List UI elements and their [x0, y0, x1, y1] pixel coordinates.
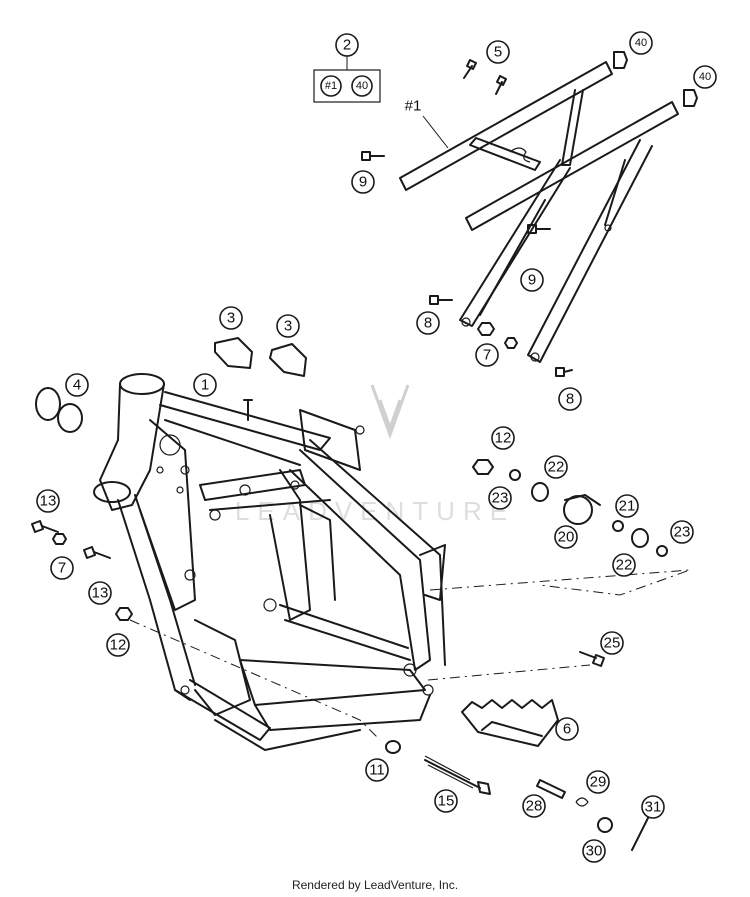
svg-text:3: 3 — [227, 310, 235, 327]
callout-23-right[interactable]: 23 — [670, 520, 694, 544]
callout-kit-40[interactable]: 40 — [351, 75, 373, 97]
svg-text:13: 13 — [92, 585, 109, 602]
callout-6[interactable]: 6 — [555, 717, 579, 741]
callout-12-bottom[interactable]: 12 — [106, 633, 130, 657]
callout-7-left[interactable]: 7 — [50, 556, 74, 580]
svg-text:8: 8 — [424, 315, 432, 332]
callout-5[interactable]: 5 — [486, 40, 510, 64]
svg-text:12: 12 — [110, 637, 127, 654]
kit-box — [313, 69, 381, 103]
svg-text:25: 25 — [604, 635, 621, 652]
svg-text:1: 1 — [201, 377, 209, 394]
main-frame — [93, 373, 446, 751]
svg-text:22: 22 — [616, 557, 633, 574]
svg-text:29: 29 — [590, 774, 607, 791]
callout-4[interactable]: 4 — [65, 373, 89, 397]
svg-text:22: 22 — [548, 459, 565, 476]
callout-21[interactable]: 21 — [615, 494, 639, 518]
svg-text:6: 6 — [563, 721, 571, 738]
callout-3-right[interactable]: 3 — [276, 314, 300, 338]
callout-8-left[interactable]: 8 — [416, 311, 440, 335]
callout-kit-1[interactable]: #1 — [320, 75, 342, 97]
callout-40-right[interactable]: 40 — [693, 65, 717, 89]
callout-25[interactable]: 25 — [600, 631, 624, 655]
callout-1[interactable]: 1 — [193, 373, 217, 397]
callout-8-right[interactable]: 8 — [558, 387, 582, 411]
callout-20[interactable]: 20 — [554, 525, 578, 549]
svg-text:31: 31 — [645, 799, 662, 816]
callout-3-left[interactable]: 3 — [219, 306, 243, 330]
subframe — [399, 61, 679, 363]
callout-29[interactable]: 29 — [586, 770, 610, 794]
leadventure-watermark: LEADVENTURE — [235, 384, 515, 526]
small-parts — [31, 51, 698, 851]
svg-text:4: 4 — [73, 377, 81, 394]
svg-text:23: 23 — [492, 490, 509, 507]
callout-7-top[interactable]: 7 — [475, 343, 499, 367]
callout-22-top[interactable]: 22 — [544, 455, 568, 479]
svg-text:40: 40 — [356, 80, 368, 92]
callout-22-bottom[interactable]: 22 — [612, 553, 636, 577]
svg-text:30: 30 — [586, 843, 603, 860]
callout-23-top[interactable]: 23 — [488, 486, 512, 510]
callout-31[interactable]: 31 — [641, 795, 665, 819]
svg-text:8: 8 — [566, 391, 574, 408]
svg-text:9: 9 — [528, 272, 536, 289]
svg-text:12: 12 — [495, 430, 512, 447]
svg-text:21: 21 — [619, 498, 636, 515]
callout-9-right[interactable]: 9 — [520, 268, 544, 292]
callout-9-left[interactable]: 9 — [351, 170, 375, 194]
svg-text:40: 40 — [635, 37, 647, 49]
callout-11[interactable]: 11 — [365, 758, 389, 782]
watermark-text: LEADVENTURE — [235, 496, 515, 526]
svg-text:11: 11 — [369, 762, 385, 779]
callout-2[interactable]: 2 — [330, 33, 364, 71]
svg-text:#1: #1 — [405, 98, 422, 115]
svg-text:2: 2 — [343, 37, 351, 54]
svg-text:20: 20 — [558, 529, 575, 546]
footer-credit: Rendered by LeadVenture, Inc. — [291, 878, 459, 892]
callout-12-top[interactable]: 12 — [491, 426, 515, 450]
svg-text:13: 13 — [40, 493, 57, 510]
svg-text:15: 15 — [438, 793, 455, 810]
callout-13-top[interactable]: 13 — [36, 489, 60, 513]
callout-15[interactable]: 15 — [434, 789, 458, 813]
callout-28[interactable]: 28 — [522, 794, 546, 818]
callout-13-bottom[interactable]: 13 — [88, 581, 112, 605]
svg-text:28: 28 — [526, 798, 543, 815]
callout-subframe-1[interactable]: #1 — [405, 98, 449, 149]
svg-text:3: 3 — [284, 318, 292, 335]
svg-text:7: 7 — [58, 560, 66, 577]
svg-text:#1: #1 — [325, 80, 337, 92]
svg-text:9: 9 — [359, 174, 367, 191]
callout-40-top[interactable]: 40 — [629, 31, 653, 55]
assembly-lines — [129, 569, 691, 741]
svg-text:40: 40 — [699, 71, 711, 83]
callout-30[interactable]: 30 — [582, 839, 606, 863]
svg-text:7: 7 — [483, 347, 491, 364]
svg-text:23: 23 — [674, 524, 691, 541]
svg-text:5: 5 — [494, 44, 502, 61]
